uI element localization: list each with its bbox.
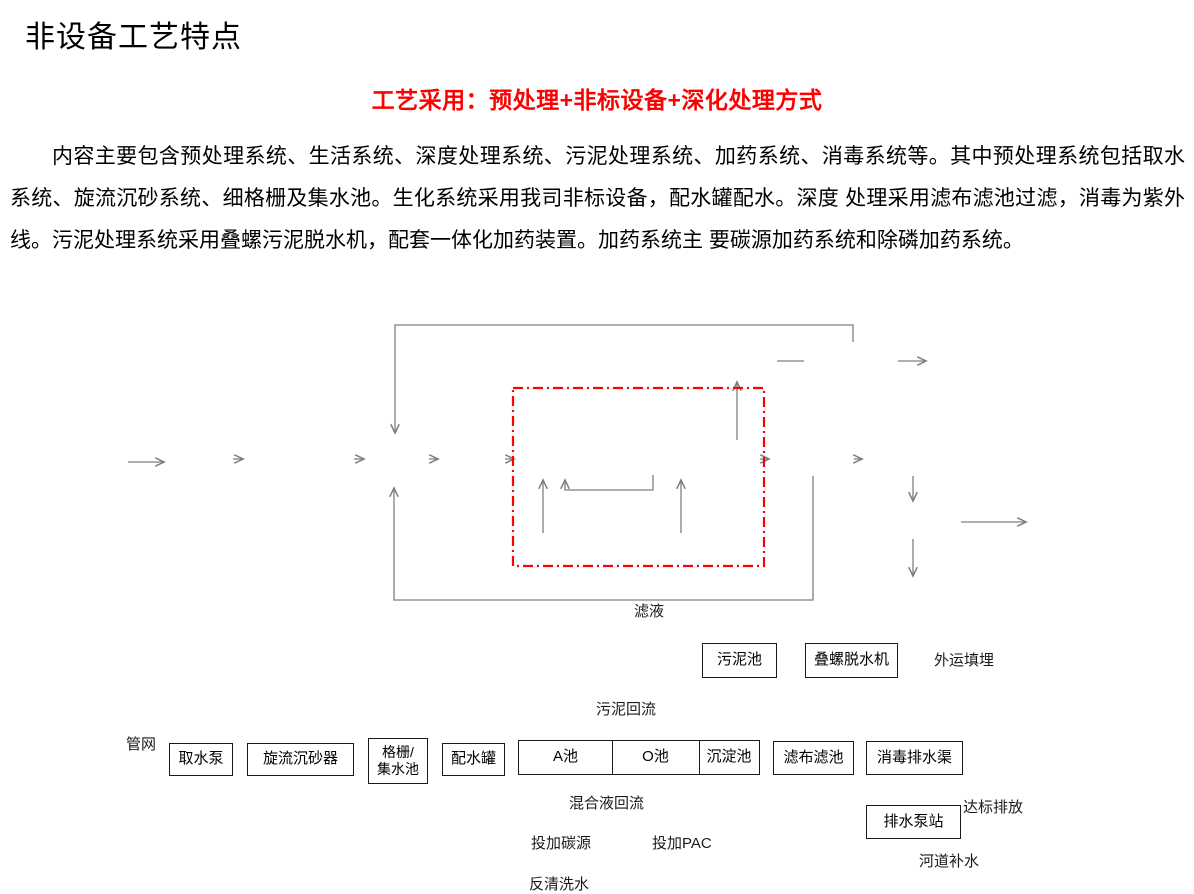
label-backwash: 反清洗水 (529, 876, 590, 893)
node-bio-pools: A池 O池 沉淀池 (518, 740, 760, 775)
label-dose-carbon: 投加碳源 (531, 835, 592, 852)
node-drainage-pump-station: 排水泵站 (866, 805, 961, 839)
label-dose-pac: 投加PAC (652, 835, 712, 852)
line-filtrate-return (395, 324, 854, 433)
node-screw-dewaterer: 叠螺脱水机 (805, 643, 898, 678)
node-pool-o: O池 (611, 741, 699, 774)
node-intake-pump: 取水泵 (169, 743, 233, 776)
node-pool-a: A池 (552, 748, 578, 766)
node-distribution-tank: 配水罐 (442, 743, 505, 776)
label-mixed-liquor-return: 混合液回流 (569, 795, 645, 812)
node-sludge-pool: 污泥池 (702, 643, 777, 678)
process-flow-diagram: 取水泵 旋流沉砂器 格栅/ 集水池 配水罐 A池 O池 沉淀池 滤布滤池 消毒排… (0, 300, 1194, 893)
process-subtitle: 工艺采用：预处理+非标设备+深化处理方式 (371, 87, 823, 113)
label-filtrate: 滤液 (634, 603, 665, 620)
node-cyclone-desander: 旋流沉砂器 (247, 743, 354, 776)
label-discharge: 达标排放 (963, 799, 1024, 816)
node-disinfection-channel: 消毒排水渠 (866, 741, 963, 775)
label-pipe-network: 管网 (126, 736, 157, 753)
description-paragraph: 内容主要包含预处理系统、生活系统、深度处理系统、污泥处理系统、加药系统、消毒系统… (10, 145, 1185, 252)
connector-lines (128, 324, 1194, 601)
node-cloth-filter: 滤布滤池 (773, 741, 854, 775)
line-backwash-return (394, 476, 814, 601)
line-mixed-liquor-return (565, 475, 654, 491)
node-grille-sump: 格栅/ 集水池 (368, 738, 428, 784)
page-title: 非设备工艺特点 (25, 21, 242, 54)
node-sedimentation: 沉淀池 (698, 741, 759, 774)
label-sludge-return: 污泥回流 (596, 701, 657, 718)
label-landfill: 外运填埋 (934, 652, 995, 669)
label-river-replenish: 河道补水 (919, 853, 980, 870)
bio-section-boundary (511, 386, 766, 568)
